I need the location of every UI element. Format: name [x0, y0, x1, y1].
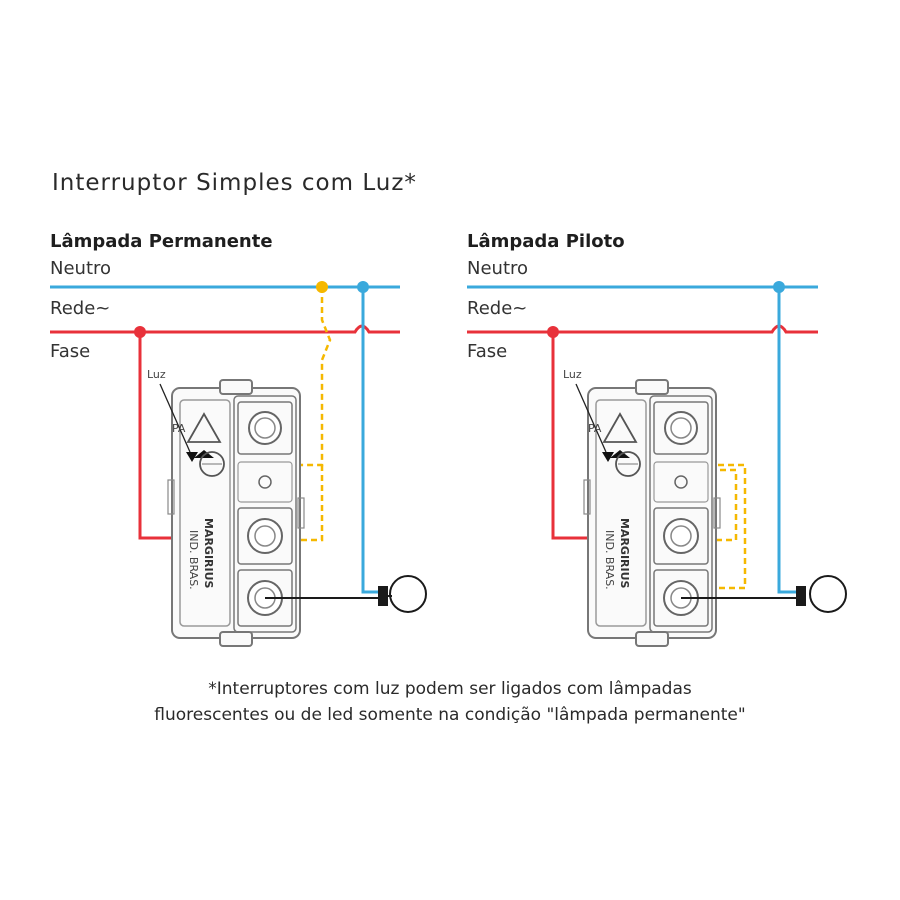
left-lamp-socket [378, 586, 388, 606]
right-lamp-icon [809, 575, 847, 613]
footnote-line2: fluorescentes ou de led somente na condi… [154, 705, 746, 725]
left-luz-arrow [159, 383, 191, 453]
footnote: *Interruptores com luz podem ser ligados… [0, 676, 900, 728]
left-rede-label: Rede~ [50, 298, 111, 319]
left-panel-wiring: Luz PA MARGIRIUS IND. BRAS. [50, 281, 427, 647]
right-fase-wire [467, 324, 818, 334]
diagram-title: Interruptor Simples com Luz* [52, 170, 417, 196]
left-switch-module [167, 379, 305, 647]
right-brand2-label: IND. BRAS. [603, 530, 616, 590]
right-brand-label: MARGIRIUS [618, 518, 631, 589]
right-luz-arrow [575, 383, 607, 453]
right-neutro-label: Neutro [467, 258, 529, 279]
left-lamp-icon [389, 575, 427, 613]
right-rede-label: Rede~ [467, 298, 528, 319]
footnote-line1: *Interruptores com luz podem ser ligados… [208, 679, 692, 699]
right-pa-label: PA [588, 422, 602, 435]
left-luz-label: Luz [147, 368, 166, 381]
right-neutro-drop [777, 287, 796, 594]
left-luz-wire [200, 287, 332, 467]
left-luz-arrowhead [186, 452, 198, 462]
left-fase-wire [50, 324, 400, 334]
left-neutro-drop [361, 287, 378, 594]
left-neutro-label: Neutro [50, 258, 112, 279]
left-brand-label: MARGIRIUS [202, 518, 215, 589]
right-luz-label: Luz [563, 368, 582, 381]
left-pa-label: PA [172, 422, 186, 435]
right-switch-module [583, 379, 721, 647]
right-panel-wiring: Luz PA MARGIRIUS IND. BRAS. [467, 281, 847, 647]
right-lamp-socket [796, 586, 806, 606]
right-panel-subtitle: Lâmpada Piloto [467, 231, 625, 252]
left-panel-subtitle: Lâmpada Permanente [50, 231, 273, 252]
right-fase-label: Fase [467, 341, 508, 362]
right-luz-arrowhead [602, 452, 614, 462]
left-fase-label: Fase [50, 341, 91, 362]
left-brand2-label: IND. BRAS. [187, 530, 200, 590]
